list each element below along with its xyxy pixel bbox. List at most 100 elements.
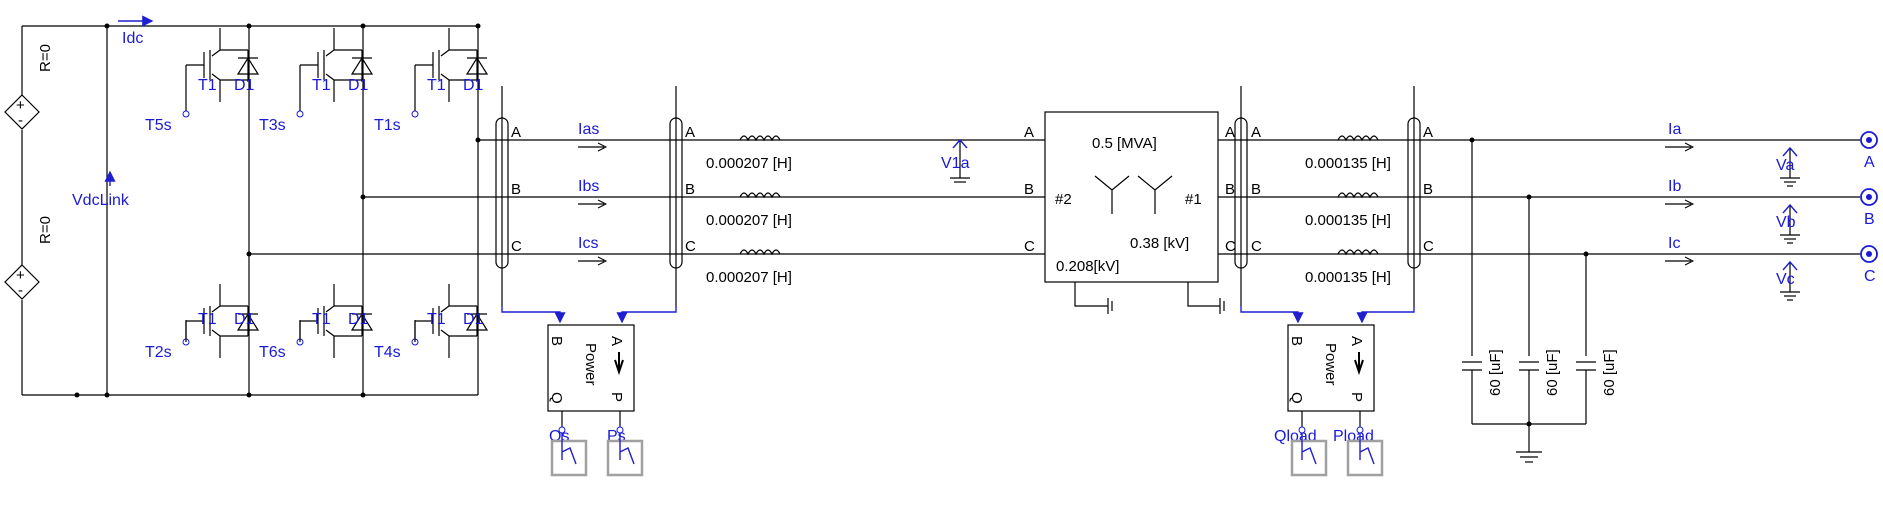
power-q: Q bbox=[548, 392, 565, 404]
phase-a: A bbox=[511, 124, 521, 141]
capacitor-bank: 60 [uF] 60 [uF] 60 [uF] bbox=[1462, 137, 1618, 463]
r-top-label: R=0 bbox=[37, 44, 54, 72]
switch-t4: T1 D1 bbox=[414, 283, 488, 359]
inductor-a-value: 0.000207 [H] bbox=[706, 155, 792, 172]
v1a-label: V1a bbox=[941, 155, 970, 172]
ibs-label: Ibs bbox=[578, 178, 599, 195]
diode-label: D1 bbox=[348, 77, 369, 94]
terminal-a-label: A bbox=[1864, 154, 1875, 171]
inductor-b-value: 0.000207 [H] bbox=[706, 212, 792, 229]
power-meter-right: Power B A Q P Qload Pload bbox=[1240, 306, 1415, 477]
minus-sign: - bbox=[18, 282, 23, 299]
meter-pload-box[interactable] bbox=[1346, 439, 1384, 477]
tx-rating: 0.5 [MVA] bbox=[1092, 135, 1157, 152]
va-label: Va bbox=[1776, 157, 1794, 174]
dc-source-bottom: + - R=0 bbox=[4, 200, 54, 395]
diode-label: D1 bbox=[234, 77, 255, 94]
cap-a-value: 60 [uF] bbox=[1487, 349, 1504, 396]
inverter-bridge: T1 D1 T1 D1 T1 D1 T1 D1 T1 D1 T1 D1 bbox=[145, 23, 488, 398]
tx-winding-1: #1 bbox=[1185, 191, 1202, 208]
meter-qs-box[interactable] bbox=[550, 439, 588, 477]
current-meters-right: Ia Ib Ic bbox=[1665, 121, 1695, 266]
cap-b-value: 60 [uF] bbox=[1544, 349, 1561, 396]
inductor-load-c-value: 0.000135 [H] bbox=[1305, 269, 1391, 286]
plus-sign: + bbox=[16, 97, 25, 114]
minus-sign: - bbox=[18, 112, 23, 129]
diode-label: D1 bbox=[463, 311, 484, 328]
switch-label: T1 bbox=[198, 77, 217, 94]
gate-t1s: T1s bbox=[374, 117, 401, 134]
ib-label: Ib bbox=[1668, 178, 1681, 195]
idc-label: Idc bbox=[122, 30, 143, 47]
vc-label: Vc bbox=[1776, 271, 1795, 288]
gate-t4s: T4s bbox=[374, 344, 401, 361]
output-terminals: A B C bbox=[1860, 131, 1878, 285]
tx-v2: 0.208[kV] bbox=[1056, 258, 1119, 275]
r-bottom-label: R=0 bbox=[37, 216, 54, 244]
switch-label: T1 bbox=[427, 77, 446, 94]
phase-b: B bbox=[1225, 181, 1235, 198]
phase-c: C bbox=[1423, 238, 1434, 255]
gate-t6s: T6s bbox=[259, 344, 286, 361]
power-title: Power bbox=[582, 343, 599, 386]
inductor-c-value: 0.000207 [H] bbox=[706, 269, 792, 286]
power-q: Q bbox=[1288, 392, 1305, 404]
current-meters-left: Ias Ibs Ics bbox=[578, 121, 608, 266]
ias-label: Ias bbox=[578, 121, 599, 138]
switch-t2: T1 D1 bbox=[185, 283, 259, 359]
power-a: A bbox=[608, 336, 625, 346]
switch-label: T1 bbox=[427, 311, 446, 328]
ia-label: Ia bbox=[1668, 121, 1681, 138]
measure-bus-left-2: A B C bbox=[669, 86, 696, 306]
tx-phase-b: B bbox=[1024, 181, 1034, 198]
meter-qload-box[interactable] bbox=[1290, 439, 1328, 477]
switch-t1: T1 D1 bbox=[414, 27, 488, 103]
phase-b: B bbox=[511, 181, 521, 198]
switch-t3: T1 D1 bbox=[299, 27, 373, 103]
ac-lines: 0.000207 [H] 0.000207 [H] 0.000207 [H] 0… bbox=[249, 135, 1860, 286]
switch-label: T1 bbox=[198, 311, 217, 328]
vdclink-label: VdcLink bbox=[72, 192, 130, 209]
dc-source-top: + - R=0 bbox=[4, 26, 54, 200]
gate-t3s: T3s bbox=[259, 117, 286, 134]
switch-t5: T1 D1 bbox=[185, 27, 259, 103]
gate-t2s: T2s bbox=[145, 344, 172, 361]
measure-bus-right-1: A B C A B C bbox=[1225, 86, 1262, 306]
terminal-b-label: B bbox=[1864, 211, 1875, 228]
tx-phase-c: C bbox=[1024, 238, 1035, 255]
vb-label: Vb bbox=[1776, 214, 1796, 231]
measure-bus-right-2: A B C bbox=[1407, 86, 1434, 306]
phase-a: A bbox=[685, 124, 695, 141]
phase-c: C bbox=[1251, 238, 1262, 255]
tx-v1: 0.38 [kV] bbox=[1130, 235, 1189, 252]
power-title: Power bbox=[1322, 343, 1339, 386]
power-p: P bbox=[608, 392, 625, 402]
diode-label: D1 bbox=[234, 311, 255, 328]
voltage-probes-right: Va Vb Vc bbox=[1776, 146, 1800, 301]
plus-sign: + bbox=[16, 267, 25, 284]
phase-b: B bbox=[1423, 181, 1433, 198]
gate-t5s: T5s bbox=[145, 117, 172, 134]
phase-a: A bbox=[1423, 124, 1433, 141]
transformer: A B C 0.5 [MVA] #2 #1 0.38 [kV] 0.208[kV… bbox=[1024, 111, 1225, 314]
power-b: B bbox=[548, 336, 565, 346]
measure-bus-left-1: A B C bbox=[495, 86, 522, 306]
tx-phase-a: A bbox=[1024, 124, 1034, 141]
power-meter-left: Power B A Q P Qs Ps bbox=[501, 306, 677, 477]
terminal-c-label: C bbox=[1864, 268, 1876, 285]
phase-a: A bbox=[1225, 124, 1235, 141]
v1a-probe: V1a bbox=[941, 138, 970, 183]
phase-b: B bbox=[1251, 181, 1261, 198]
power-a: A bbox=[1348, 336, 1365, 346]
gate-terminals: T5s T3s T1s T2s T6s T4s bbox=[145, 86, 419, 361]
switch-label: T1 bbox=[312, 311, 331, 328]
diode-label: D1 bbox=[463, 77, 484, 94]
cap-c-value: 60 [uF] bbox=[1601, 349, 1618, 396]
power-b: B bbox=[1288, 336, 1305, 346]
power-p: P bbox=[1348, 392, 1365, 402]
ics-label: Ics bbox=[578, 235, 598, 252]
phase-c: C bbox=[1225, 238, 1236, 255]
meter-ps-box[interactable] bbox=[606, 439, 644, 477]
ic-label: Ic bbox=[1668, 235, 1680, 252]
